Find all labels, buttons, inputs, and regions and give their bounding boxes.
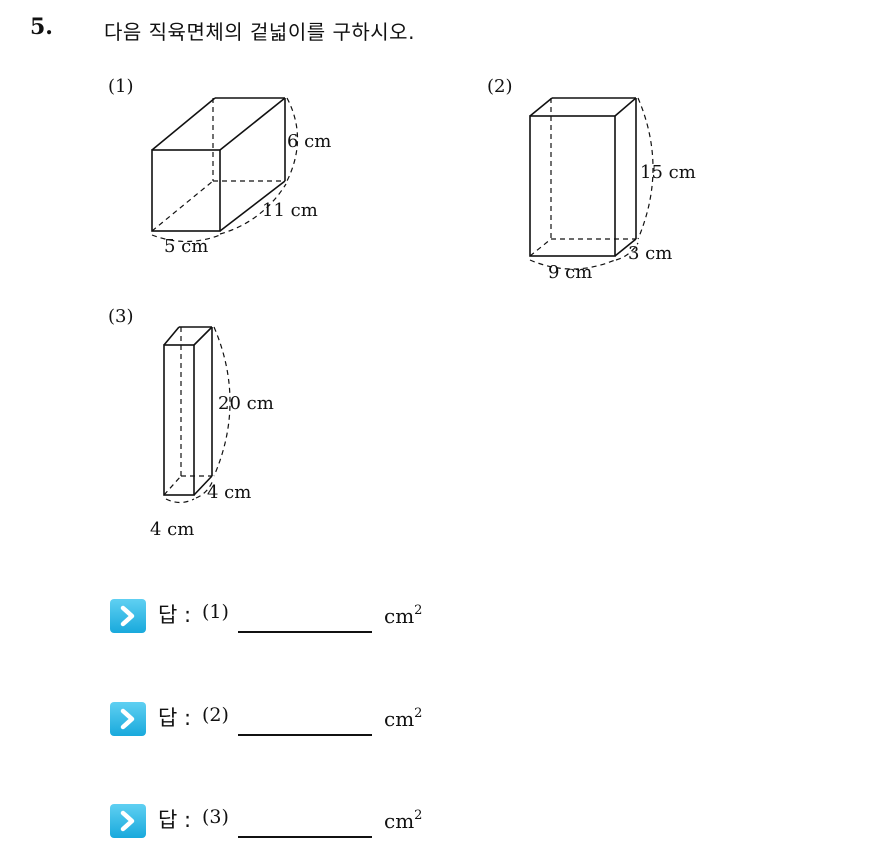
cuboid-figure-3 [163,326,231,504]
figure-2-label: (2) [487,76,513,97]
answer-row-3: 답 : (3) cm2 [110,802,450,842]
answer-number: (3) [202,806,229,828]
answer-row-2: 답 : (2) cm2 [110,700,450,740]
answer-unit: cm2 [384,706,423,731]
answer-blank[interactable] [238,734,372,736]
chevron-right-icon [110,804,146,838]
figure-1-width-label: 5 cm [164,236,208,257]
answer-label: 답 : [158,706,192,730]
figure-3-width-label: 4 cm [150,519,194,540]
figure-3-depth-label: 4 cm [207,482,251,503]
figure-3-height-label: 20 cm [218,393,274,414]
figure-2-width-label: 9 cm [548,262,592,283]
question-number: 5. [30,14,53,40]
chevron-right-icon [110,599,146,633]
answer-unit: cm2 [384,603,423,628]
answer-number: (2) [202,704,229,726]
cuboid-figure-2 [529,97,654,270]
cuboid-figure-1 [151,97,299,243]
answer-unit: cm2 [384,808,423,833]
figure-1-depth-label: 11 cm [262,200,318,221]
answer-row-1: 답 : (1) cm2 [110,597,450,637]
answer-number: (1) [202,601,229,623]
figure-1-height-label: 6 cm [287,131,331,152]
answer-blank[interactable] [238,836,372,838]
cuboid-figures: 6 cm 11 cm 5 cm 15 cm 3 cm 9 cm [150,97,696,540]
figure-1-label: (1) [108,76,134,97]
answer-label: 답 : [158,603,192,627]
figure-3-label: (3) [108,306,134,327]
chevron-right-icon [110,702,146,736]
answer-label: 답 : [158,808,192,832]
answer-blank[interactable] [238,631,372,633]
figure-2-depth-label: 3 cm [628,243,672,264]
figure-2-height-label: 15 cm [640,162,696,183]
question-prompt: 다음 직육면체의 겉넓이를 구하시오. [104,20,415,44]
